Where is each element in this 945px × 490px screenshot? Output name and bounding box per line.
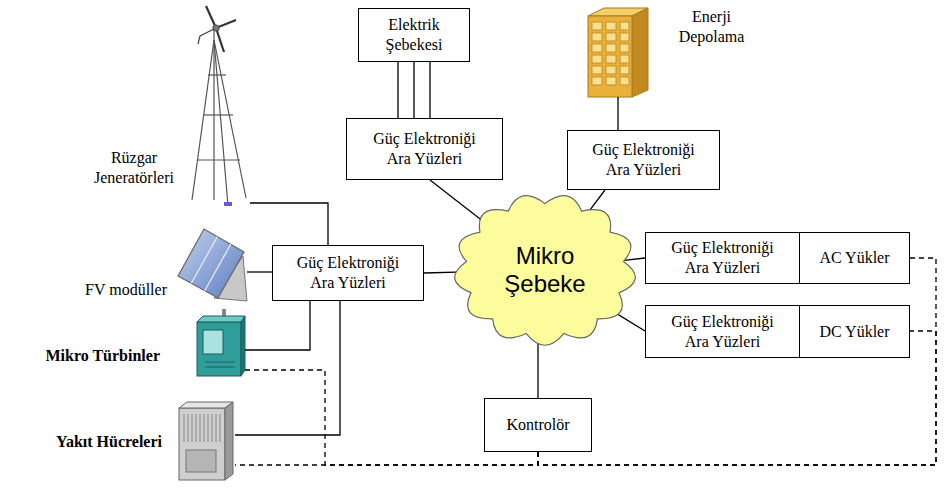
power-connector bbox=[398, 62, 430, 118]
box-label: DC Yükler bbox=[819, 322, 889, 342]
power-connector bbox=[245, 301, 310, 350]
icon-caption: FV modüller bbox=[45, 280, 167, 300]
wind-turbine-icon bbox=[192, 6, 246, 206]
power-connector bbox=[247, 271, 272, 272]
box-label: Güç Elektroniği Ara Yüzleri bbox=[664, 238, 782, 277]
energy-storage-icon bbox=[588, 8, 648, 97]
interface-box: Güç Elektroniği Ara Yüzleri bbox=[645, 305, 800, 358]
power-connector bbox=[430, 180, 487, 224]
pv-icon-node: FV modüller bbox=[175, 228, 247, 300]
power-connector bbox=[235, 301, 340, 435]
interface-box: Güç Elektroniği Ara Yüzleri bbox=[346, 118, 503, 180]
icon-caption: Mikro Türbinler bbox=[0, 346, 160, 366]
box-label: Kontrolör bbox=[506, 415, 569, 435]
storage-icon-node: Enerji Depolama bbox=[585, 5, 651, 97]
power-connector bbox=[537, 336, 538, 398]
wind-icon-node: Rüzgar Jeneratörleri bbox=[188, 12, 250, 208]
box-label: Güç Elektroniği Ara Yüzleri bbox=[289, 253, 407, 292]
control-connector bbox=[235, 452, 538, 465]
power-connector bbox=[250, 203, 328, 245]
box-label: Güç Elektroniği Ara Yüzleri bbox=[366, 129, 484, 168]
fuel-cell-icon bbox=[179, 402, 233, 480]
cloud-shape bbox=[455, 196, 636, 346]
grid-box: Elektrik Şebekesi bbox=[358, 8, 470, 62]
icon-caption: Yakıt Hücreleri bbox=[2, 432, 162, 452]
controller-box: Kontrolör bbox=[484, 398, 592, 452]
interface-box: Güç Elektroniği Ara Yüzleri bbox=[645, 232, 800, 284]
cloud-label: Mikro Şebeke bbox=[490, 242, 600, 297]
box-label: AC Yükler bbox=[819, 248, 889, 268]
interface-box: Güç Elektroniği Ara Yüzleri bbox=[272, 245, 424, 301]
micro-turbine-icon bbox=[197, 309, 245, 376]
box-label: Güç Elektroniği Ara Yüzleri bbox=[664, 312, 782, 351]
load-box: AC Yükler bbox=[799, 232, 910, 284]
fuelcell-icon-node: Yakıt Hücreleri bbox=[177, 400, 235, 484]
power-connector bbox=[617, 97, 618, 130]
turbine-icon-node: Mikro Türbinler bbox=[195, 316, 245, 378]
microgrid-cloud: Mikro Şebeke bbox=[452, 192, 638, 347]
interface-box: Güç Elektroniği Ara Yüzleri bbox=[567, 130, 720, 190]
pv-module-icon bbox=[178, 229, 247, 301]
box-label: Güç Elektroniği Ara Yüzleri bbox=[585, 140, 703, 179]
icon-caption: Enerji Depolama bbox=[669, 7, 754, 46]
icon-caption: Rüzgar Jeneratörleri bbox=[84, 148, 184, 187]
box-label: Elektrik Şebekesi bbox=[367, 15, 462, 54]
load-box: DC Yükler bbox=[799, 305, 910, 358]
power-connector bbox=[624, 258, 645, 260]
